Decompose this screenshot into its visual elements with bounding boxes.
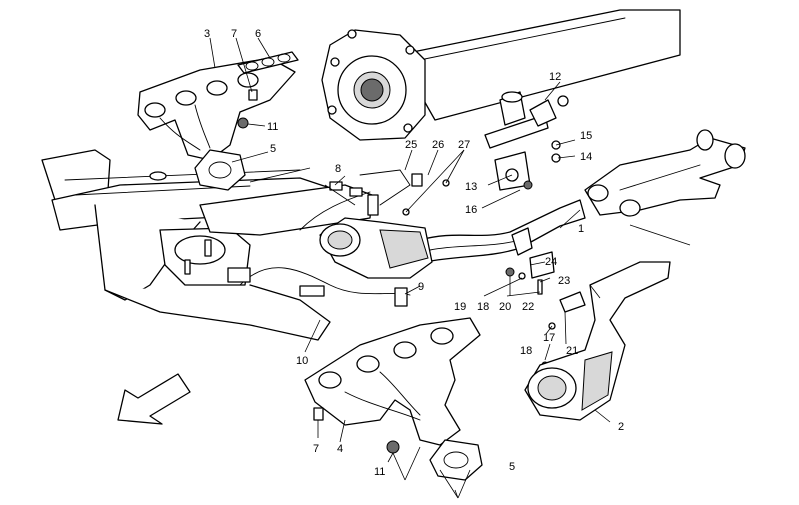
callout-7-lower: 7: [313, 443, 319, 455]
manifold-gasket: [237, 51, 299, 74]
callout-7: 7: [231, 28, 237, 40]
stud-lower: [313, 407, 324, 421]
front-pipe: [419, 199, 586, 263]
callout-6: 6: [255, 28, 261, 40]
callout-labels: 3 7 6 11 5 8 12 15 14 13 16 25 26 27 1 2…: [204, 28, 624, 478]
callout-20: 20: [499, 301, 511, 313]
right-exhaust-manifold: [304, 317, 481, 446]
callout-13: 13: [465, 181, 477, 193]
nut-upper: [237, 117, 249, 129]
callout-19: 19: [454, 301, 466, 313]
callout-8: 8: [335, 163, 341, 175]
callout-23: 23: [558, 275, 570, 287]
front-catalytic-converter: [319, 217, 433, 279]
leader-lines: [209, 37, 691, 499]
pipe-clamp-bracket: [505, 227, 586, 369]
flange-gasket-upper: [194, 149, 246, 191]
callout-11: 11: [267, 121, 278, 133]
callout-25: 25: [405, 139, 417, 151]
callout-21: 21: [566, 345, 578, 357]
callout-9: 9: [418, 281, 424, 293]
hanger-bracket: [484, 91, 569, 191]
stud-upper: [248, 89, 258, 101]
callout-5: 5: [270, 143, 276, 155]
callout-12: 12: [549, 71, 561, 83]
rear-catalytic-converter: [524, 261, 671, 421]
flange-gasket-lower: [429, 439, 483, 481]
callout-24: 24: [545, 256, 557, 268]
callout-10: 10: [296, 355, 308, 367]
callout-14: 14: [580, 151, 592, 163]
front-direction-arrow-icon: [117, 373, 191, 425]
callout-4: 4: [337, 443, 343, 455]
callout-2: 2: [618, 421, 624, 433]
callout-27: 27: [458, 139, 470, 151]
callout-1: 1: [578, 223, 584, 235]
nut-lower: [386, 440, 400, 454]
callout-17: 17: [543, 332, 555, 344]
oxygen-sensor-harness: [227, 169, 450, 307]
callout-22: 22: [522, 301, 534, 313]
callout-18-lower: 18: [520, 345, 532, 357]
callout-15: 15: [580, 130, 592, 142]
callout-5-lower: 5: [509, 461, 515, 473]
callout-16: 16: [465, 204, 477, 216]
callout-26: 26: [432, 139, 444, 151]
rear-silencer: [321, 9, 681, 141]
left-exhaust-manifold: [137, 57, 296, 161]
callout-3: 3: [204, 28, 210, 40]
rear-mid-pipe: [584, 129, 746, 217]
callout-11-lower: 11: [374, 466, 385, 478]
callout-18-upper: 18: [477, 301, 489, 313]
